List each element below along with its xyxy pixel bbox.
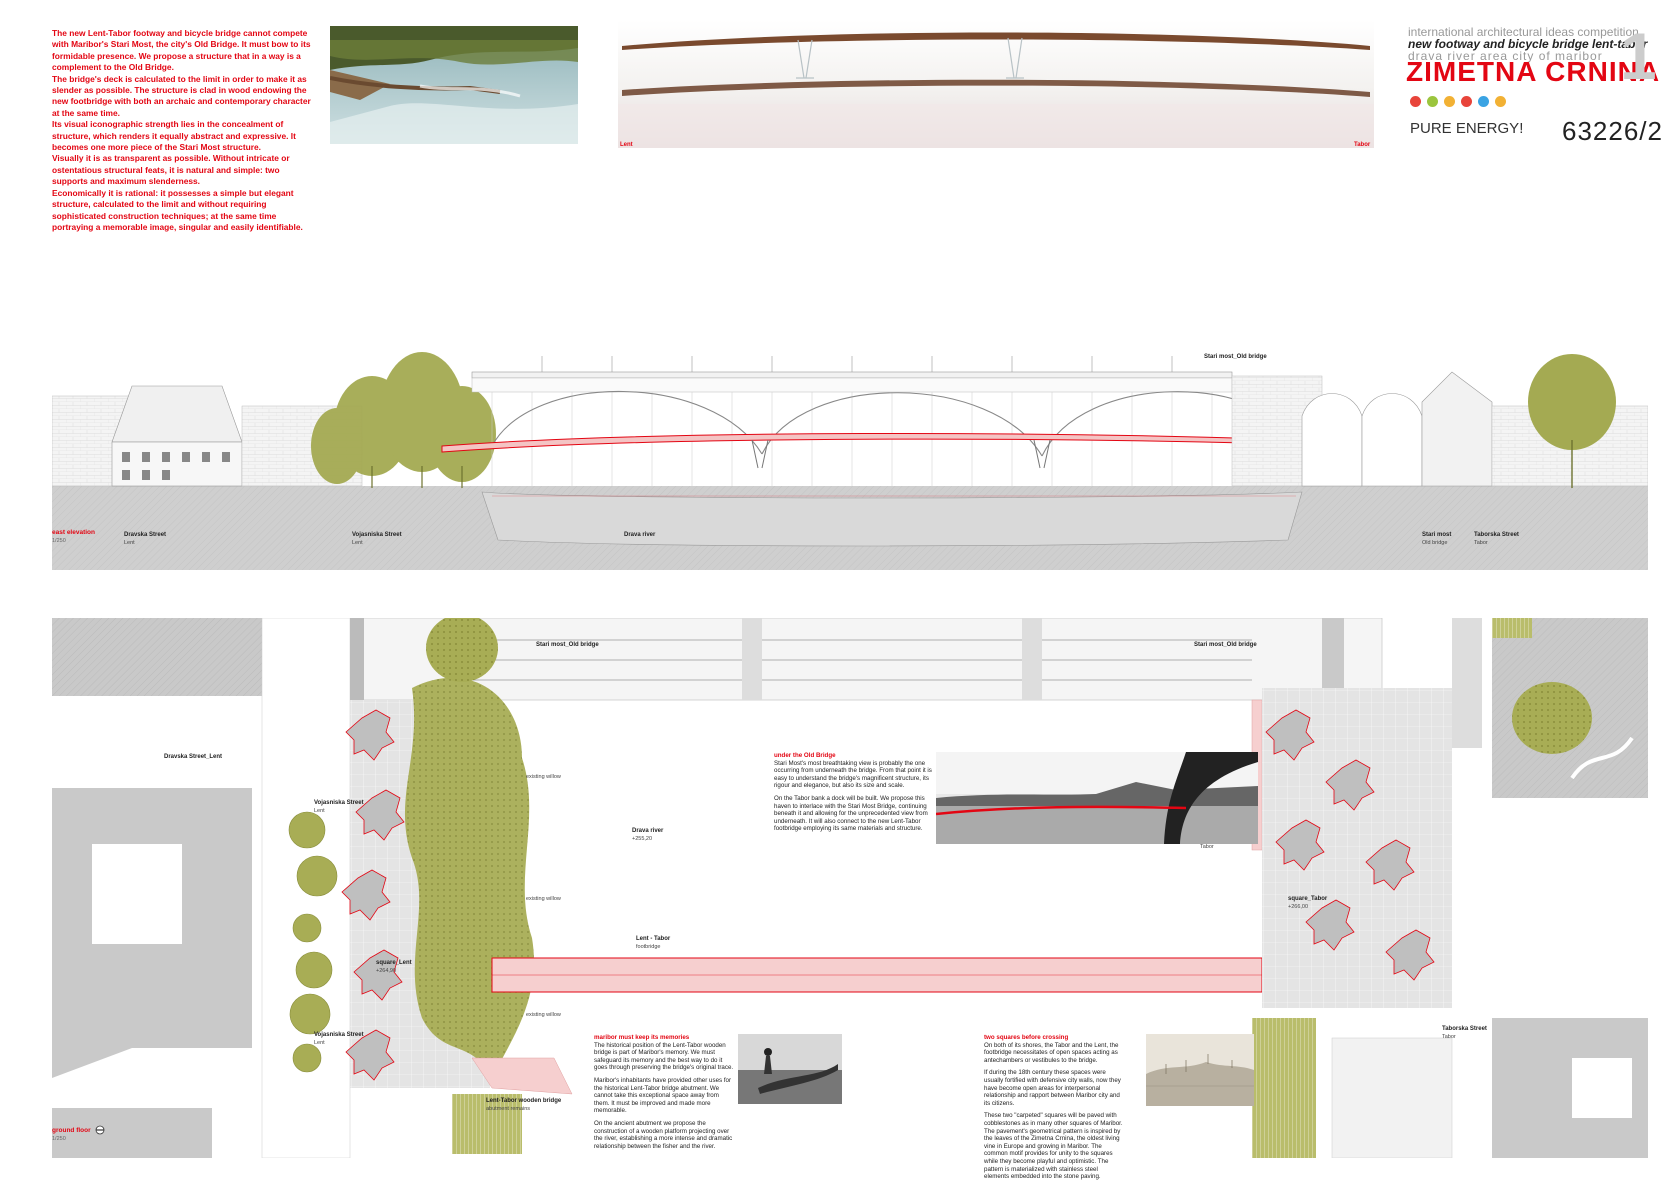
competition-line-1: international architectural ideas compet… [1408,25,1639,39]
plan-willow-1: existing willow [526,774,561,780]
flower-dot-icon [1410,96,1421,107]
intro-paragraph: Its visual iconographic strength lies in… [52,119,296,153]
ground-floor-plan: Stari most_Old bridge Stari most_Old bri… [52,618,1648,1158]
elevation-label: east elevation [52,529,95,536]
note-paragraph: If during the 18th century these spaces … [984,1069,1121,1107]
note-heading: under the Old Bridge [774,752,836,759]
plan-vojasniska-bottom-sub: Lent [314,1040,325,1046]
plan-square-lent-elev: +264,90 [376,968,396,974]
sheet-number: 1 [1620,19,1657,93]
plan-wooden-bridge-sub: abutment remains [486,1106,530,1112]
note-paragraph: On both of its shores, the Tabor and the… [984,1041,1119,1064]
note-paragraph: On the Tabor bank a dock will be built. … [774,794,928,833]
plan-dravska-label: Dravska Street_Lent [164,754,222,760]
plan-footbridge-sub: footbridge [636,944,660,950]
plan-scale: 1/250 [52,1136,66,1142]
plan-square-lent: square_Lent [376,960,412,966]
note-two-squares: two squares before crossing On both of i… [984,1034,1124,1186]
render-right-label: Tabor [1354,142,1371,148]
logo-dots [1410,96,1506,107]
river-photo [330,26,578,144]
elevation-street-sub: Lent [124,540,135,546]
note-paragraph: The historical position of the Lent-Tabo… [594,1041,734,1072]
plan-willow-2: existing willow [526,896,561,902]
plan-old-bridge-left: Stari most_Old bridge [536,642,599,648]
plan-drava-label: Drava river [632,828,664,834]
plan-square-tabor-elev: +266,00 [1288,904,1308,910]
elevation-street-sub: Old bridge [1422,540,1447,546]
intro-text: The new Lent-Tabor footway and bicycle b… [52,28,312,233]
elevation-old-bridge-label: Stari most_Old bridge [1204,354,1267,360]
note-under-old-bridge: under the Old Bridge Stari Most's most b… [774,752,934,838]
note-paragraph: On the ancient abutment we propose the c… [594,1119,733,1150]
note-paragraph: These two "carpeted" squares will be pav… [984,1112,1123,1181]
intro-paragraph: Economically it is rational: it possesse… [52,187,303,232]
flower-dot-icon [1478,96,1489,107]
plan-old-bridge-right: Stari most_Old bridge [1194,642,1257,648]
note-heading: two squares before crossing [984,1034,1069,1041]
plan-drava-elev: +255,20 [632,836,652,842]
note-paragraph: Maribor's inhabitants have provided othe… [594,1076,732,1115]
elevation-street-sub: Lent [352,540,363,546]
plan-label: ground floor [52,1127,91,1134]
intro-paragraph: The new Lent-Tabor footway and bicycle b… [52,28,311,73]
elevation-street-name: Vojasniska Street [352,532,402,538]
elevation-scale: 1/250 [52,538,66,544]
render-left-label: Lent [620,142,633,148]
elevation-street-sub: Tabor [1474,540,1488,546]
note-paragraph: Stari Most's most breathtaking view is p… [774,759,932,790]
plan-vojasniska-top-sub: Lent [314,808,325,814]
project-title: ZIMETNA CRNINA [1406,56,1661,87]
flower-dot-icon [1444,96,1455,107]
plan-embankment-sub: Tabor [1200,844,1214,850]
east-elevation: Stari most_Old bridge east elevation 1/2… [52,352,1648,570]
plan-vojasniska-bottom: Vojasniska Street [314,1032,364,1038]
elevation-street-name: Drava river [624,532,656,538]
plan-square-tabor: square_Tabor [1288,896,1328,902]
flower-dot-icon [1427,96,1438,107]
plan-vojasniska-top: Vojasniska Street [314,800,364,806]
slogan: PURE ENERGY! [1410,120,1524,137]
elevation-street-name: Taborska Street [1474,532,1519,538]
elevation-street-name: Stari most [1422,532,1451,538]
plan-willow-3: existing willow [526,1012,561,1018]
historic-engraving [1146,1034,1254,1106]
intro-paragraph: Visually it is as transparent as possibl… [52,153,290,187]
note-heading: maribor must keep its memories [594,1034,690,1041]
flower-dot-icon [1461,96,1472,107]
plan-taborska: Taborska Street [1442,1026,1487,1032]
entry-code: 63226/2 [1562,116,1663,146]
plan-footbridge-label: Lent - Tabor [636,936,671,942]
competition-line-3: drava river area city of maribor [1408,49,1603,63]
note-memories: maribor must keep its memories The histo… [594,1034,736,1155]
intro-paragraph: The bridge's deck is calculated to the l… [52,73,311,118]
fisher-photo [738,1034,842,1104]
elevation-street-name: Dravska Street [124,532,166,538]
plan-wooden-bridge: Lent-Tabor wooden bridge [486,1098,562,1104]
plan-taborska-sub: Tabor [1442,1034,1456,1040]
competition-line-2: new footway and bicycle bridge lent-tabo… [1408,37,1648,51]
bridge-render: Lent Tabor [618,20,1374,148]
flower-dot-icon [1495,96,1506,107]
under-bridge-photo [936,752,1258,844]
